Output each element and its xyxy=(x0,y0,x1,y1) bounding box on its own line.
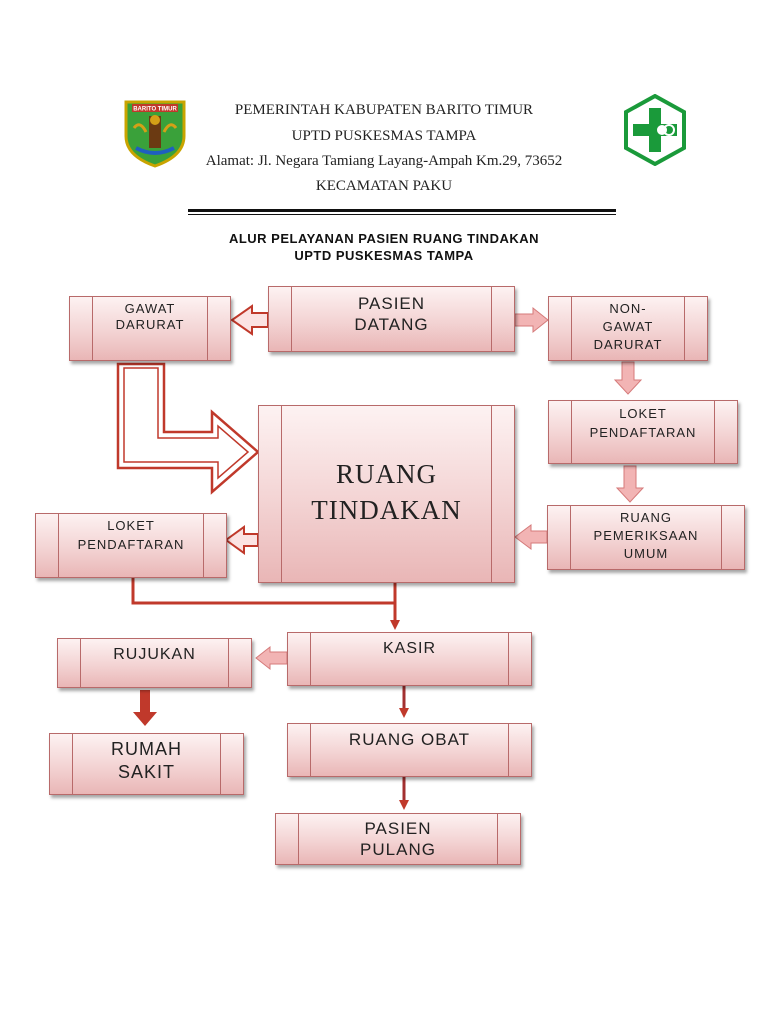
arrow-gawat-to-tindakan xyxy=(116,362,260,495)
box-loket-pendaftaran-left-label: LOKET PENDAFTARAN xyxy=(77,518,185,552)
box-ruang-obat-label: RUANG OBAT xyxy=(348,730,471,749)
arrow-tindakan-to-loket-left xyxy=(224,525,259,555)
box-ruang-pemeriksaan-umum-label: RUANG PEMERIKSAAN UMUM xyxy=(593,510,699,562)
logo-ribbon-text: BARITO TIMUR xyxy=(133,107,177,113)
puskesmas-logo xyxy=(624,94,686,166)
box-pasien-pulang: PASIEN PULANG xyxy=(275,813,521,865)
box-loket-pendaftaran-right: LOKET PENDAFTARAN xyxy=(548,400,738,464)
box-pasien-datang: PASIEN DATANG xyxy=(268,286,515,352)
box-ruang-pemeriksaan-umum: RUANG PEMERIKSAAN UMUM xyxy=(547,505,745,570)
box-non-gawat-darurat: NON- GAWAT DARURAT xyxy=(548,296,708,361)
arrow-kasir-to-rujukan xyxy=(255,645,288,671)
arrow-rujukan-to-rumah-sakit xyxy=(133,690,157,726)
box-pasien-pulang-label: PASIEN PULANG xyxy=(360,819,436,860)
diagram-subtitle: UPTD PUSKESMAS TAMPA xyxy=(294,248,474,263)
box-ruang-tindakan: RUANG TINDAKAN xyxy=(258,405,515,583)
box-rujukan: RUJUKAN xyxy=(57,638,252,688)
header-government: PEMERINTAH KABUPATEN BARITO TIMUR xyxy=(234,102,534,118)
box-kasir-label: KASIR xyxy=(382,640,436,657)
box-kasir: KASIR xyxy=(287,632,532,686)
box-pasien-datang-label: PASIEN DATANG xyxy=(354,294,429,335)
box-loket-pendaftaran-right-label: LOKET PENDAFTARAN xyxy=(589,406,697,440)
arrow-to-gawat-darurat xyxy=(230,304,269,336)
box-rumah-sakit-label: RUMAH SAKIT xyxy=(111,739,182,782)
header-puskesmas: UPTD PUSKESMAS TAMPA xyxy=(291,128,477,144)
box-rujukan-label: RUJUKAN xyxy=(113,646,196,663)
arrow-pemeriksaan-to-tindakan xyxy=(514,524,548,550)
box-non-gawat-darurat-label: NON- GAWAT DARURAT xyxy=(593,301,663,353)
header-kecamatan: KECAMATAN PAKU xyxy=(315,178,453,194)
header-rule-thick xyxy=(188,209,616,212)
box-loket-pendaftaran-left: LOKET PENDAFTARAN xyxy=(35,513,227,578)
box-gawat-darurat-label: GAWAT DARURAT xyxy=(115,301,185,333)
line-loket-to-kasir xyxy=(131,578,395,605)
box-gawat-darurat: GAWAT DARURAT xyxy=(69,296,231,361)
header-rule-thin xyxy=(188,214,616,215)
diagram-title: ALUR PELAYANAN PASIEN RUANG TINDAKAN xyxy=(228,231,540,246)
box-rumah-sakit: RUMAH SAKIT xyxy=(49,733,244,795)
header-address: Alamat: Jl. Negara Tamiang Layang-Ampah … xyxy=(205,153,563,169)
box-ruang-obat: RUANG OBAT xyxy=(287,723,532,777)
barito-timur-logo: BARITO TIMUR xyxy=(124,100,186,168)
arrow-to-non-gawat xyxy=(514,306,549,334)
box-ruang-tindakan-label: RUANG TINDAKAN xyxy=(311,459,462,526)
arrow-non-gawat-to-loket xyxy=(613,361,643,395)
arrow-loket-to-pemeriksaan xyxy=(615,465,645,503)
